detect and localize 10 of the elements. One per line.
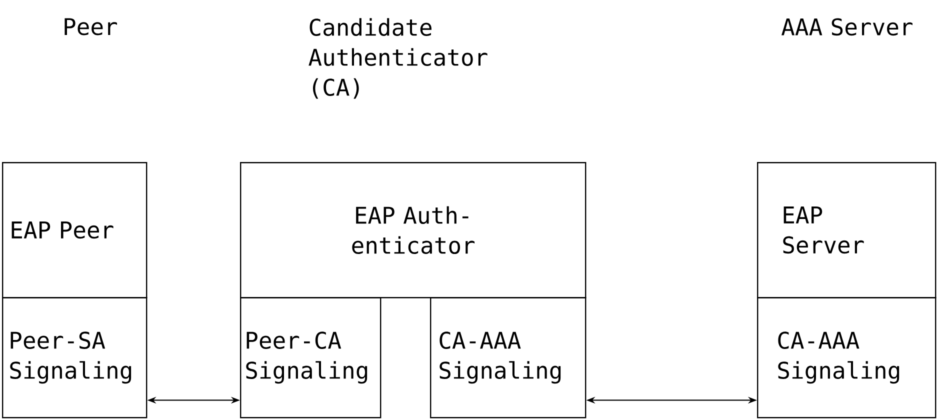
box: EAP Server: [757, 162, 936, 298]
box: EAP Peer: [2, 162, 148, 298]
heading: Peer: [64, 18, 118, 36]
heading: AAA Server: [782, 18, 912, 36]
signaling-box: CA-AAA Signaling: [757, 297, 936, 418]
heading: Candidate Authenticator (CA): [308, 18, 488, 99]
box: EAP Auth- enticator: [240, 162, 586, 298]
signaling-box: Peer-SA Signaling: [2, 297, 148, 418]
signaling-box: Peer-CA Signaling: [240, 297, 382, 418]
signaling-box: CA-AAA Signaling: [430, 297, 586, 418]
